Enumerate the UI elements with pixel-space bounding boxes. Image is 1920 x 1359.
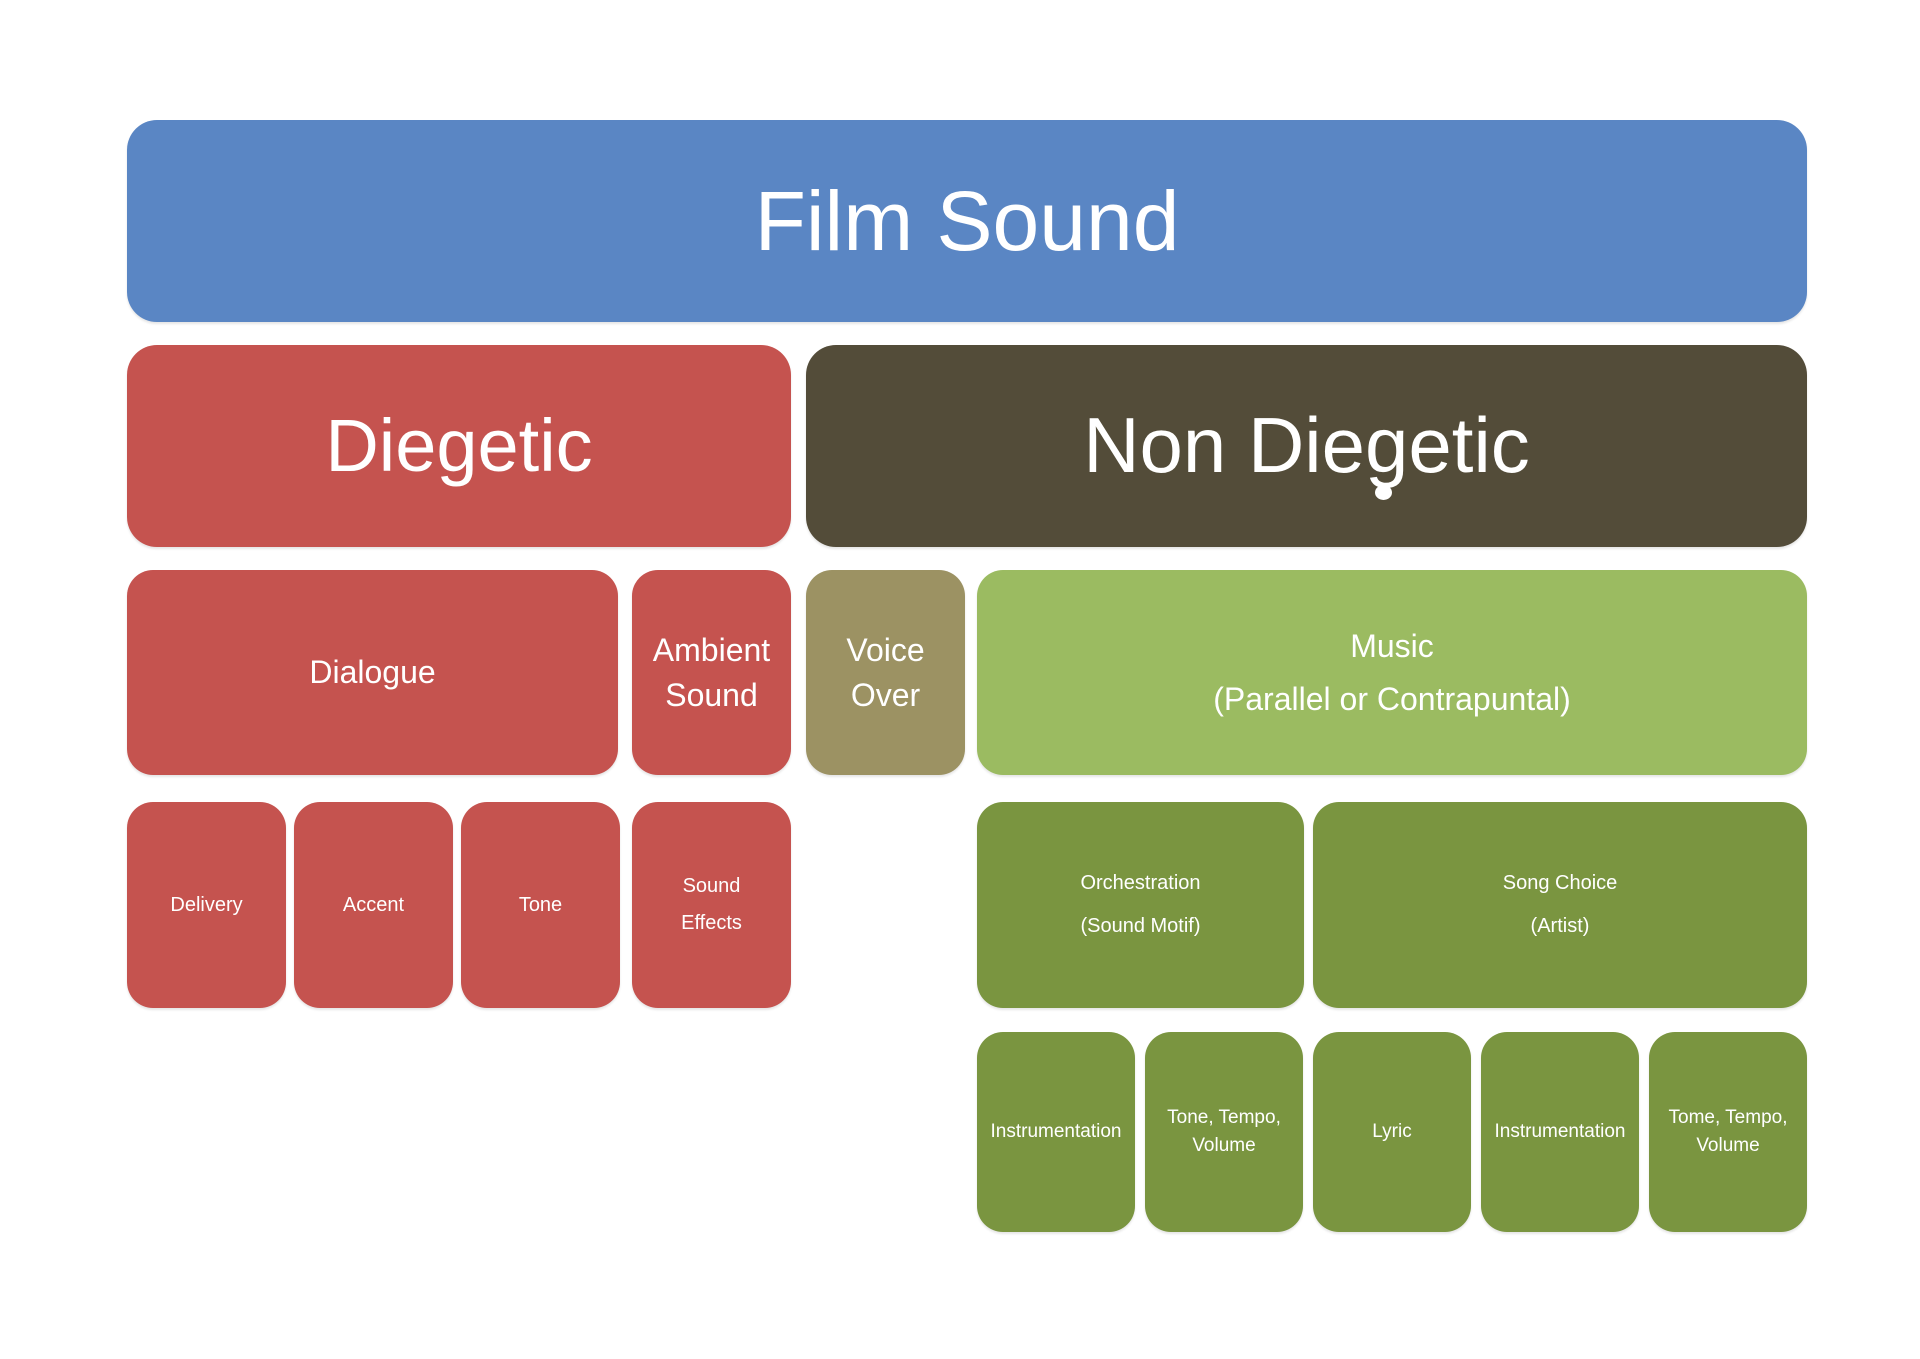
node-tome-tempo-volume-line1: Tome, Tempo, [1668, 1107, 1788, 1129]
node-song-choice-line2: (Artist) [1530, 915, 1590, 937]
node-film-sound: Film Sound [127, 120, 1807, 322]
node-tone-tempo-volume-line1: Tone, Tempo, [1167, 1107, 1281, 1129]
node-diegetic-label: Diegetic [325, 404, 593, 488]
node-delivery-label: Delivery [170, 893, 243, 916]
node-lyric-label: Lyric [1372, 1121, 1412, 1143]
node-song-choice: Song Choice (Artist) [1313, 802, 1807, 1008]
node-ambient-sound-line2: Sound [665, 676, 758, 713]
node-music: Music (Parallel or Contrapuntal) [977, 570, 1807, 775]
node-tone-label: Tone [518, 893, 563, 916]
node-delivery: Delivery [127, 802, 286, 1008]
node-voice-over-line2: Over [850, 676, 921, 713]
node-instrumentation-left-label: Instrumentation [990, 1121, 1122, 1143]
node-diegetic: Diegetic [127, 345, 791, 547]
node-tome-tempo-volume-line2: Volume [1696, 1135, 1760, 1156]
node-tome-tempo-volume: Tome, Tempo, Volume [1649, 1032, 1807, 1232]
node-instrumentation-left: Instrumentation [977, 1032, 1135, 1232]
node-orchestration: Orchestration (Sound Motif) [977, 802, 1304, 1008]
node-orchestration-line1: Orchestration [1080, 872, 1201, 894]
node-instrumentation-right: Instrumentation [1481, 1032, 1639, 1232]
node-orchestration-line2: (Sound Motif) [1080, 915, 1201, 937]
node-ambient-sound-line1: Ambient [652, 631, 771, 668]
node-non-diegetic-label: Non Diegetic [1083, 401, 1530, 490]
node-tone-tempo-volume-line2: Volume [1192, 1135, 1256, 1156]
node-accent-label: Accent [342, 893, 405, 916]
node-ambient-sound: Ambient Sound [632, 570, 791, 775]
node-non-diegetic: Non Diegetic [806, 345, 1807, 547]
node-voice-over-line1: Voice [846, 631, 925, 668]
node-lyric: Lyric [1313, 1032, 1471, 1232]
node-dialogue: Dialogue [127, 570, 618, 775]
white-dot-artifact [1375, 485, 1392, 500]
node-instrumentation-right-label: Instrumentation [1494, 1121, 1626, 1143]
node-voice-over: Voice Over [806, 570, 965, 775]
node-sound-effects-line1: Sound [682, 875, 741, 897]
node-film-sound-label: Film Sound [754, 173, 1180, 268]
node-tone: Tone [461, 802, 620, 1008]
node-sound-effects: Sound Effects [632, 802, 791, 1008]
node-song-choice-line1: Song Choice [1502, 872, 1618, 894]
node-dialogue-label: Dialogue [309, 654, 436, 691]
node-tone-tempo-volume: Tone, Tempo, Volume [1145, 1032, 1303, 1232]
node-music-line1: Music [1350, 627, 1434, 664]
node-accent: Accent [294, 802, 453, 1008]
node-music-line2: (Parallel or Contrapuntal) [1213, 680, 1571, 717]
node-sound-effects-line2: Effects [681, 912, 742, 934]
